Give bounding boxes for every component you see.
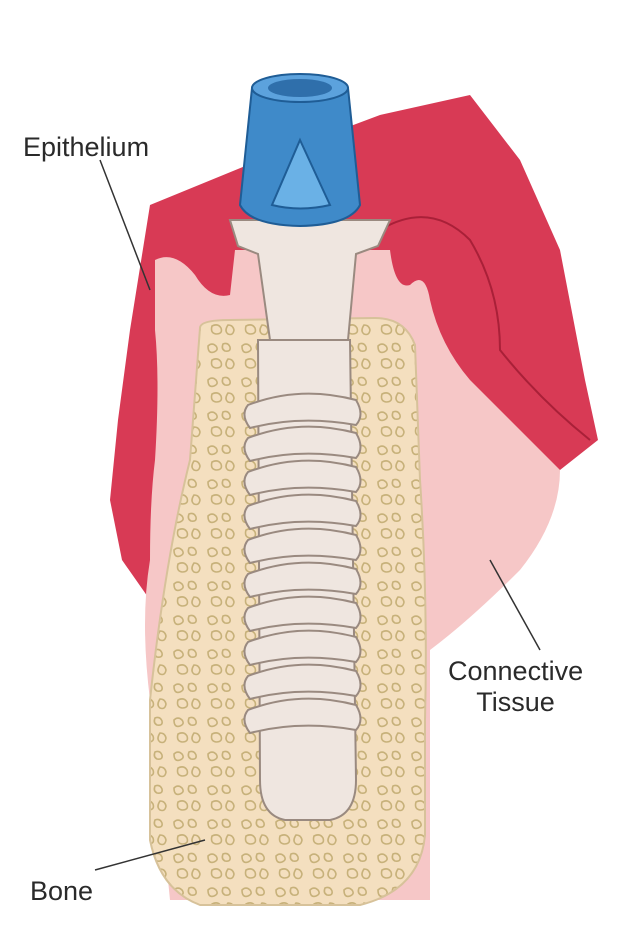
- epithelium-leader-line: [100, 160, 150, 290]
- label-connective-line2: Tissue: [448, 687, 583, 718]
- label-connective-tissue: Connective Tissue: [448, 656, 583, 718]
- label-connective-line1: Connective: [448, 656, 583, 687]
- label-epithelium: Epithelium: [23, 132, 149, 163]
- label-bone: Bone: [30, 876, 93, 907]
